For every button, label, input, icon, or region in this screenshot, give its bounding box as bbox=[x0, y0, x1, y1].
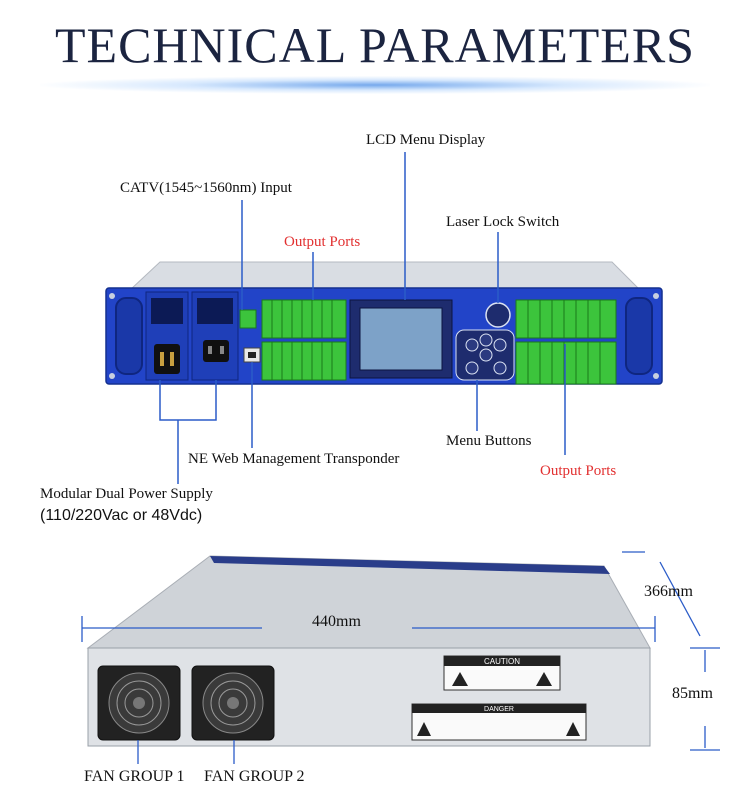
power-module-1 bbox=[145, 291, 189, 381]
label-power-supply-spec: (110/220Vac or 48Vdc) bbox=[40, 507, 203, 524]
power-module-2 bbox=[191, 291, 239, 381]
laser-lock-switch bbox=[485, 302, 511, 328]
rear-rack-ear bbox=[210, 556, 610, 574]
fan-1 bbox=[97, 665, 181, 741]
label-ne-web-management: NE Web Management Transponder bbox=[188, 451, 400, 467]
label-laser-lock-switch: Laser Lock Switch bbox=[446, 214, 560, 230]
caution-text: CAUTION bbox=[484, 657, 520, 666]
output-ports-left-top bbox=[261, 299, 347, 339]
label-output-ports-bottom: Output Ports bbox=[540, 463, 617, 479]
dimension-depth: 366mm bbox=[644, 583, 693, 600]
page-title: TECHNICAL PARAMETERS bbox=[55, 17, 695, 73]
catv-input-port bbox=[239, 309, 257, 329]
label-menu-buttons: Menu Buttons bbox=[446, 433, 532, 449]
dimension-height: 85mm bbox=[672, 685, 713, 702]
label-catv-input: CATV(1545~1560nm) Input bbox=[120, 180, 292, 196]
output-ports-right-top bbox=[515, 299, 617, 339]
title-underline-glow bbox=[40, 76, 710, 94]
label-output-ports-top: Output Ports bbox=[284, 234, 361, 250]
output-ports-left-bottom bbox=[261, 341, 347, 381]
fan-2 bbox=[191, 665, 275, 741]
label-lcd-menu-display: LCD Menu Display bbox=[366, 132, 486, 148]
label-fan-group-1: FAN GROUP 1 bbox=[84, 768, 185, 785]
label-power-supply: Modular Dual Power Supply bbox=[40, 486, 213, 502]
label-fan-group-2: FAN GROUP 2 bbox=[204, 768, 305, 785]
dimension-width: 440mm bbox=[312, 613, 361, 630]
dimension-lines bbox=[81, 551, 720, 764]
callout-lines-front bbox=[159, 152, 566, 484]
output-ports-right-bottom bbox=[515, 341, 617, 385]
danger-text: DANGER bbox=[484, 706, 514, 713]
lcd-screen bbox=[359, 307, 443, 371]
